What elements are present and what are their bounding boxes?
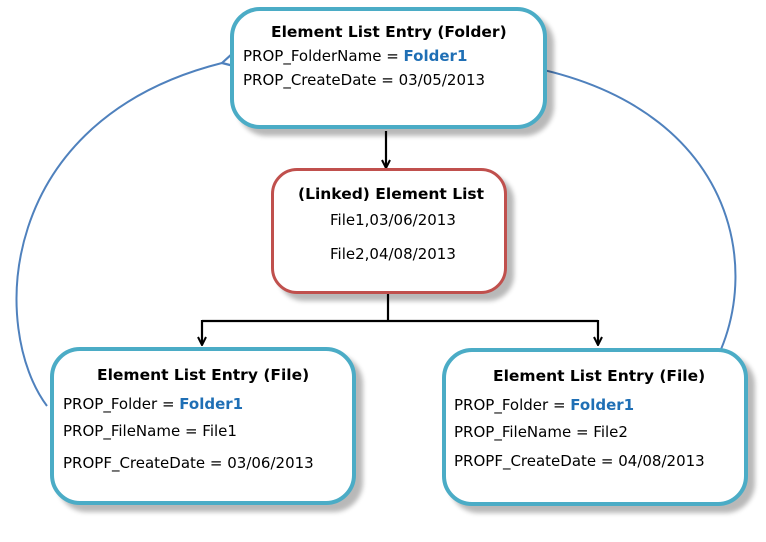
element-list-box [271, 168, 507, 294]
file-entry-1-title: Element List Entry (File) [97, 366, 310, 384]
folder-create-date: PROP_CreateDate = 03/05/2013 [243, 71, 486, 89]
file-entry-2-folder-value: Folder1 [570, 396, 635, 414]
file-entry-2-create-date: PROPF_CreateDate = 04/08/2013 [454, 452, 705, 470]
file-entry-box-2 [442, 348, 748, 506]
folder-name-label: PROP_FolderName = [243, 47, 404, 65]
element-list-item: File1,03/06/2013 [330, 211, 456, 229]
folder-entry-title: Element List Entry (Folder) [271, 23, 507, 41]
file-entry-2-file-name: PROP_FileName = File2 [454, 423, 628, 441]
folder-name-value: Folder1 [403, 47, 468, 65]
element-list-item: File2,04/08/2013 [330, 245, 456, 263]
file-entry-1-folder-row: PROP_Folder = Folder1 [63, 394, 243, 414]
file-entry-box-1 [50, 347, 356, 505]
file-entry-2-folder-row: PROP_Folder = Folder1 [454, 395, 634, 415]
element-list-title: (Linked) Element List [298, 185, 485, 203]
curve-arrow-file1-to-folder [15, 63, 222, 407]
file-entry-1-folder-value: Folder1 [179, 395, 244, 413]
file-entry-1-folder-label: PROP_Folder = [63, 395, 180, 413]
folder-name-row: PROP_FolderName = Folder1 [243, 46, 467, 66]
file-entry-1-create-date: PROPF_CreateDate = 03/06/2013 [63, 454, 314, 472]
folder-entry-box [230, 7, 547, 129]
file-entry-1-file-name: PROP_FileName = File1 [63, 422, 237, 440]
file-entry-2-title: Element List Entry (File) [493, 367, 706, 385]
file-entry-2-folder-label: PROP_Folder = [454, 396, 571, 414]
